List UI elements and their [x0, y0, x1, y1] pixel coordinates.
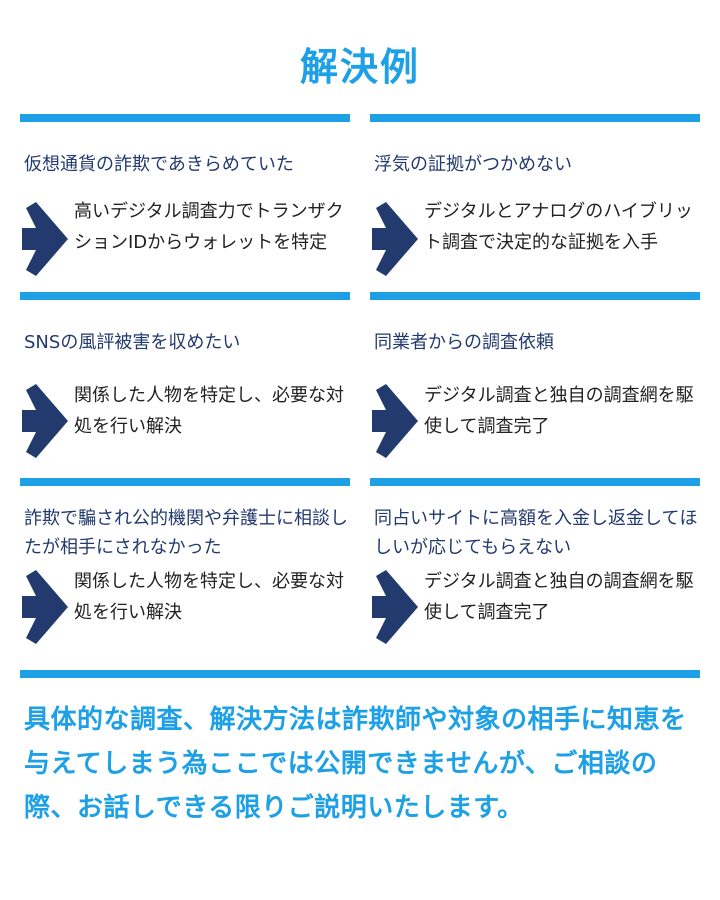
case-card-6: 同占いサイトに高額を入金し返金してほしいが応じてもらえない デジタル調査と独自の… [370, 486, 700, 672]
case-row-3: 詐欺で騙され公的機関や弁護士に相談したが相手にされなかった 関係した人物を特定し… [20, 486, 700, 672]
case-solution-text: デジタル調査と独自の調査網を駆使して調査完了 [424, 385, 694, 437]
case-card-5: 詐欺で騙され公的機関や弁護士に相談したが相手にされなかった 関係した人物を特定し… [20, 486, 350, 672]
case-card-3: SNSの風評被害を収めたい 関係した人物を特定し、必要な対処を行い解決 [20, 300, 350, 486]
case-card-2: 浮気の証拠がつかめない デジタルとアナログのハイブリット調査で決定的な証拠を入手 [370, 114, 700, 300]
chevron-right-icon [22, 384, 68, 458]
case-row-1: 仮想通貨の詐欺であきらめていた 高いデジタル調査力でトランザクションIDからウォ… [20, 114, 700, 300]
section-divider [20, 670, 700, 678]
chevron-right-icon [22, 570, 68, 644]
case-problem: 浮気の証拠がつかめない [374, 154, 572, 175]
card-bottom-bar [370, 292, 700, 300]
card-top-bar [20, 114, 350, 122]
case-solution-text: デジタル調査と独自の調査網を駆使して調査完了 [424, 571, 694, 623]
card-top-bar [370, 114, 700, 122]
card-bottom-bar [370, 478, 700, 486]
case-solution-text: 関係した人物を特定し、必要な対処を行い解決 [74, 385, 344, 437]
case-solution-text: デジタルとアナログのハイブリット調査で決定的な証拠を入手 [424, 201, 693, 253]
case-grid: 仮想通貨の詐欺であきらめていた 高いデジタル調査力でトランザクションIDからウォ… [20, 114, 700, 672]
chevron-right-icon [372, 202, 418, 276]
case-solution-text: 関係した人物を特定し、必要な対処を行い解決 [74, 571, 344, 623]
disclaimer-text: 具体的な調査、解決方法は詐欺師や対象の相手に知恵を与えてしまう為ここでは公開でき… [24, 705, 687, 823]
page-title: 解決例 [299, 45, 420, 89]
chevron-right-icon [372, 570, 418, 644]
case-problem: 同業者からの調査依頼 [374, 332, 554, 353]
case-problem: 詐欺で騙され公的機関や弁護士に相談したが相手にされなかった [24, 508, 348, 558]
case-row-2: SNSの風評被害を収めたい 関係した人物を特定し、必要な対処を行い解決 同業者か… [20, 300, 700, 486]
case-card-1: 仮想通貨の詐欺であきらめていた 高いデジタル調査力でトランザクションIDからウォ… [20, 114, 350, 300]
card-bottom-bar [20, 478, 350, 486]
case-problem: SNSの風評被害を収めたい [24, 332, 241, 353]
case-solution-text: 高いデジタル調査力でトランザクションIDからウォレットを特定 [74, 201, 344, 253]
chevron-right-icon [22, 202, 68, 276]
case-card-4: 同業者からの調査依頼 デジタル調査と独自の調査網を駆使して調査完了 [370, 300, 700, 486]
case-problem: 同占いサイトに高額を入金し返金してほしいが応じてもらえない [374, 508, 698, 558]
case-problem: 仮想通貨の詐欺であきらめていた [24, 154, 294, 175]
card-bottom-bar [20, 292, 350, 300]
chevron-right-icon [372, 384, 418, 458]
